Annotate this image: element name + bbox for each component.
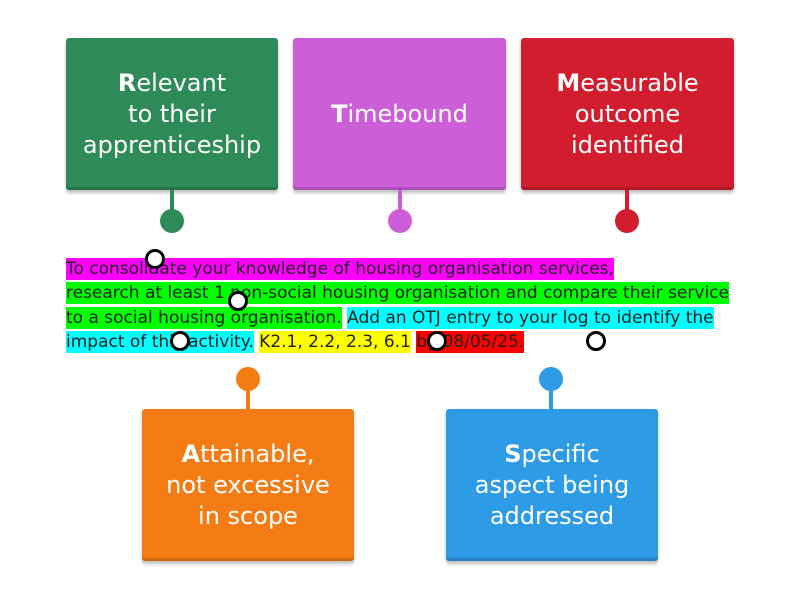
connector-attainable [246,388,250,410]
pin-4[interactable] [427,331,447,351]
card-timebound-label: Timebound [331,99,468,128]
connector-measurable [625,190,629,212]
connector-specific [549,388,553,410]
drop-target-relevant[interactable] [160,209,184,233]
card-timebound: Timebound [293,38,506,190]
connector-timebound [398,190,402,212]
card-attainable-label: Attainable, not excessive in scope [166,439,330,530]
pin-5[interactable] [586,331,606,351]
drop-target-attainable[interactable] [236,367,260,391]
card-specific: Specific aspect being addressed [446,409,658,561]
card-attainable: Attainable, not excessive in scope [142,409,354,561]
connector-relevant [170,190,174,212]
statement-yellow: K2.1, 2.2, 2.3, 6.1 [259,330,411,353]
drop-target-measurable[interactable] [615,209,639,233]
card-relevant: Relevant to their apprenticeship [66,38,278,190]
statement-magenta: To consolidate your knowledge of housing… [66,258,614,280]
pin-3[interactable] [170,331,190,351]
card-specific-label: Specific aspect being addressed [474,439,630,530]
smart-statement: To consolidate your knowledge of housing… [66,257,746,354]
card-measurable-label: Measurable outcome identified [556,68,699,159]
drop-target-timebound[interactable] [388,209,412,233]
card-relevant-label: Relevant to their apprenticeship [82,68,262,159]
pin-1[interactable] [145,249,165,269]
pin-2[interactable] [228,291,248,311]
card-measurable: Measurable outcome identified [521,38,734,190]
drop-target-specific[interactable] [539,367,563,391]
